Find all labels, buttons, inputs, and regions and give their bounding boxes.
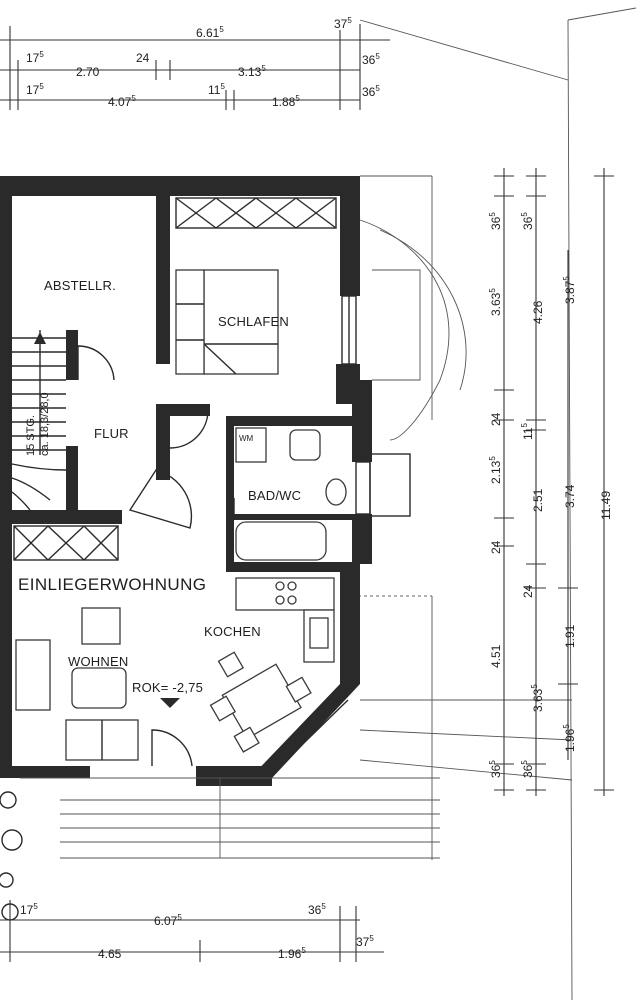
terrace-lines	[0, 699, 573, 921]
dim-t9: 4.075	[108, 94, 136, 109]
dim-r19: 11.49	[599, 491, 613, 520]
dim-r2: 3.635	[488, 288, 503, 316]
dim-b3: 365	[308, 902, 326, 917]
label-bad-wc: BAD/WC	[248, 488, 301, 503]
bed	[175, 269, 279, 375]
dim-r10: 115	[520, 423, 535, 440]
walls	[0, 176, 372, 786]
dim-r5: 24	[489, 540, 503, 554]
window-schlafen	[175, 197, 337, 229]
dim-r4: 2.135	[488, 456, 503, 484]
dim-b2: 6.075	[154, 913, 182, 928]
dim-t3: 175	[26, 50, 44, 65]
label-wohnen: WOHNEN	[68, 654, 128, 669]
dim-r3: 24	[489, 412, 503, 426]
dim-t12: 365	[362, 84, 380, 99]
dim-t8: 175	[26, 82, 44, 97]
dim-t1: 6.615	[196, 25, 224, 40]
label-einliegerwohnung: EINLIEGERWOHNUNG	[18, 575, 206, 594]
dim-b1: 175	[20, 902, 38, 917]
label-schlafen: SCHLAFEN	[218, 314, 289, 329]
stair-label: 15 STG. ca. 18,3/28,0	[25, 392, 51, 456]
living-furniture	[15, 607, 139, 761]
window-wohnung	[13, 525, 119, 561]
staircase	[11, 330, 67, 511]
dim-r12: 24	[521, 584, 535, 598]
label-kochen: KOCHEN	[204, 624, 261, 639]
dimension-lines-bottom	[0, 900, 384, 962]
dim-r6: 4.51	[489, 644, 503, 668]
dim-t7: 365	[362, 52, 380, 67]
construction-lines	[352, 7, 636, 1000]
dim-b5: 1.965	[278, 946, 306, 961]
dim-r14: 365	[520, 760, 535, 778]
level-marker-icon	[160, 698, 180, 708]
label-flur: FLUR	[94, 426, 129, 441]
stair-ratio-label: ca. 18,3/28,0	[39, 392, 51, 456]
dim-r15: 3.875	[562, 276, 577, 304]
dim-t5: 24	[136, 51, 150, 65]
dim-t10: 115	[208, 82, 225, 97]
side-windows	[261, 295, 411, 777]
dim-r18: 1.965	[562, 724, 577, 752]
dim-r16: 3.74	[563, 484, 577, 508]
room-labels: ABSTELLR. SCHLAFEN FLUR WM BAD/WC EINLIE…	[18, 278, 301, 695]
dim-r8: 365	[520, 212, 535, 230]
dim-r17: 1.91	[563, 624, 577, 648]
dim-b4: 4.65	[98, 947, 122, 961]
label-rok: ROK= -2,75	[132, 680, 203, 695]
label-abstellraum: ABSTELLR.	[44, 278, 116, 293]
dimension-labels-bottom: 175 6.075 365 4.65 1.965 375	[20, 902, 374, 961]
dimension-labels-top: 6.615 375 175 2.70 24 3.135 365 175 4.07…	[26, 16, 380, 109]
dimension-lines-right	[494, 168, 614, 796]
dim-b6: 375	[356, 934, 374, 949]
dim-r1: 365	[488, 212, 503, 230]
bath-fixtures	[235, 427, 347, 561]
dimension-labels-right: 365 3.635 24 2.135 24 4.51 365 365 4.26 …	[488, 212, 613, 778]
dim-r11: 2.51	[531, 488, 545, 512]
dim-r9: 4.26	[531, 300, 545, 324]
dim-r7: 365	[488, 760, 503, 778]
dimension-lines-top	[0, 24, 390, 110]
kitchen-fixtures	[209, 577, 335, 753]
dim-t2: 375	[334, 16, 352, 31]
dim-r13: 3.635	[530, 684, 545, 712]
label-washing-machine: WM	[239, 434, 254, 443]
doors	[77, 345, 235, 767]
dim-t6: 3.135	[238, 64, 266, 79]
dim-t4: 2.70	[76, 65, 100, 79]
dim-t11: 1.885	[272, 94, 300, 109]
stair-steps-label: 15 STG.	[25, 415, 37, 456]
